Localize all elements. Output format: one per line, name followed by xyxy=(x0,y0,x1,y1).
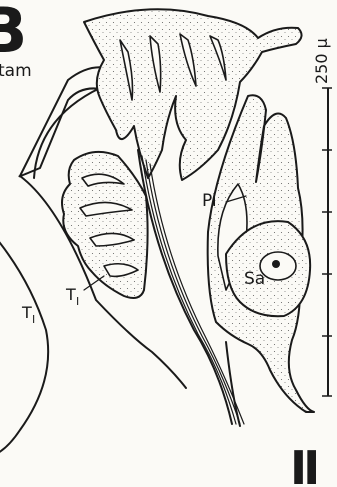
panel-letter: B xyxy=(0,0,27,67)
label-pi: Pi xyxy=(202,191,217,211)
label-t1-left-sub: I xyxy=(32,313,35,326)
left-boundary xyxy=(0,238,48,454)
caption-fragment: tam xyxy=(0,61,32,81)
left-frond xyxy=(62,152,148,298)
label-sa: Sa xyxy=(244,269,265,289)
scale-bar-label: 250 μ xyxy=(312,38,331,84)
label-t1-lower: T xyxy=(65,285,76,304)
plate-number: II xyxy=(290,441,316,487)
label-t1-left: T xyxy=(21,303,32,322)
sa-core xyxy=(272,260,280,268)
label-t1-lower-sub: I xyxy=(76,295,79,308)
